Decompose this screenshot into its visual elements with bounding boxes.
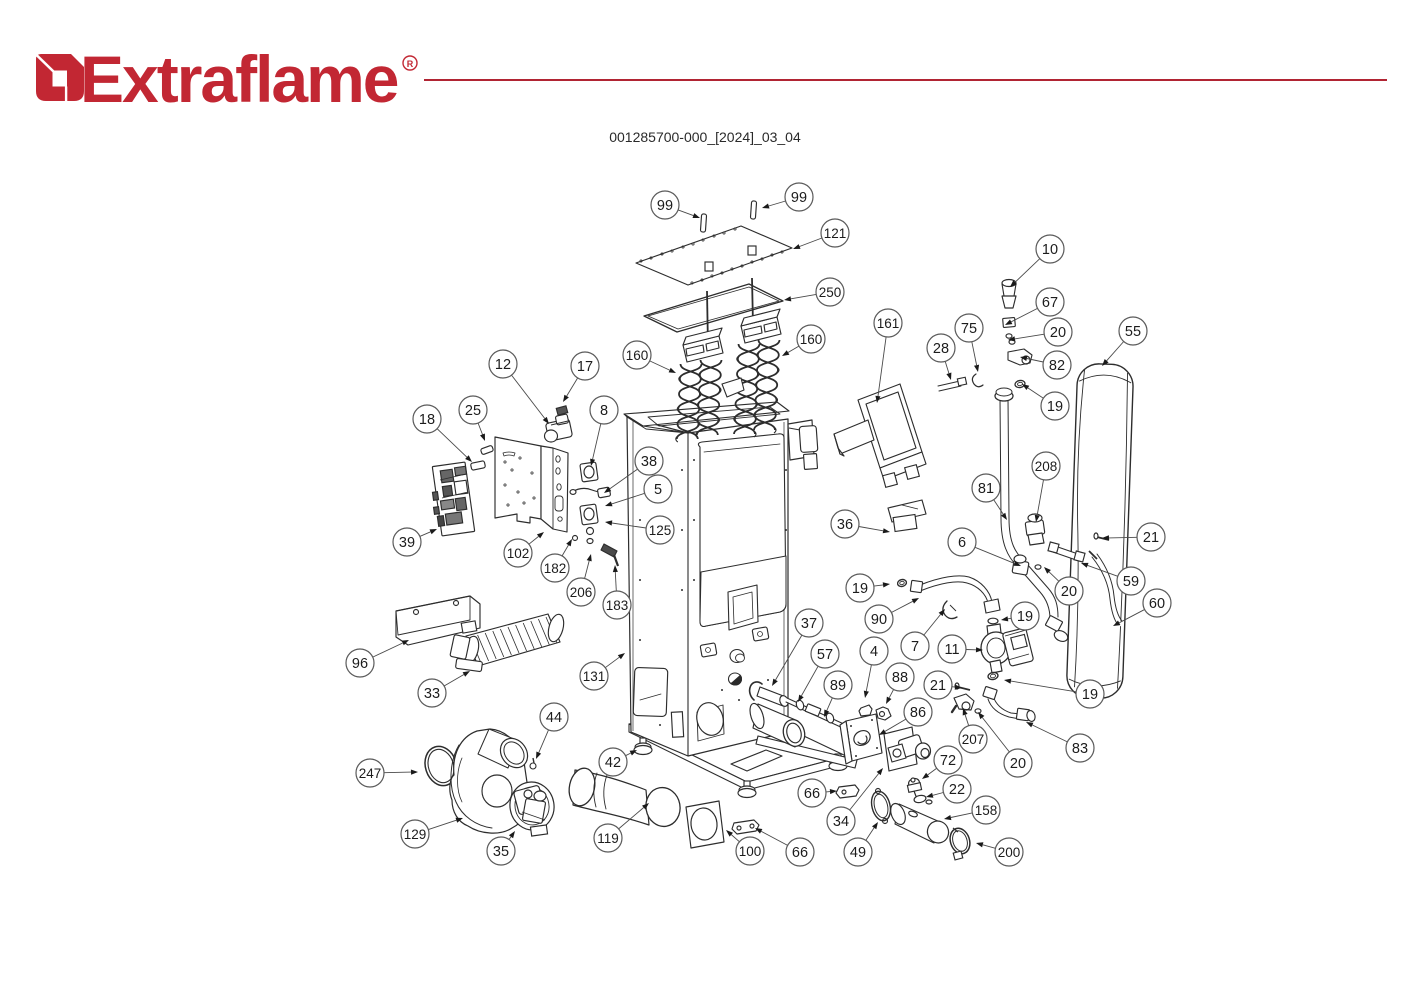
svg-text:207: 207 <box>962 732 985 747</box>
svg-text:81: 81 <box>978 481 994 497</box>
svg-text:82: 82 <box>1049 358 1065 374</box>
svg-text:66: 66 <box>804 786 820 802</box>
svg-text:119: 119 <box>597 831 619 846</box>
svg-text:22: 22 <box>949 782 965 798</box>
svg-text:19: 19 <box>1047 399 1063 415</box>
svg-text:250: 250 <box>819 285 842 300</box>
svg-text:Extraflame: Extraflame <box>80 42 398 116</box>
svg-text:55: 55 <box>1125 324 1141 340</box>
svg-text:6: 6 <box>958 535 966 551</box>
svg-text:4: 4 <box>870 644 878 660</box>
svg-text:83: 83 <box>1072 741 1088 757</box>
svg-text:37: 37 <box>801 616 817 632</box>
svg-text:121: 121 <box>824 226 847 241</box>
svg-text:39: 39 <box>399 535 415 551</box>
svg-text:8: 8 <box>600 403 608 419</box>
svg-text:57: 57 <box>817 647 833 663</box>
svg-text:67: 67 <box>1042 295 1058 311</box>
svg-text:247: 247 <box>359 766 382 781</box>
svg-text:59: 59 <box>1123 574 1139 590</box>
svg-text:182: 182 <box>544 561 567 576</box>
svg-text:34: 34 <box>833 814 849 830</box>
svg-text:44: 44 <box>546 710 562 726</box>
svg-text:125: 125 <box>649 523 672 538</box>
svg-text:10: 10 <box>1042 242 1058 258</box>
svg-text:20: 20 <box>1061 584 1077 600</box>
svg-text:R: R <box>407 59 414 69</box>
svg-text:18: 18 <box>419 412 435 428</box>
svg-text:86: 86 <box>910 705 926 721</box>
svg-text:100: 100 <box>739 844 762 859</box>
svg-text:001285700-000_[2024]_03_04: 001285700-000_[2024]_03_04 <box>609 129 801 145</box>
svg-text:21: 21 <box>1143 530 1159 546</box>
svg-text:75: 75 <box>961 321 977 337</box>
svg-text:66: 66 <box>792 845 808 861</box>
svg-text:19: 19 <box>1017 609 1033 625</box>
svg-text:5: 5 <box>654 482 662 498</box>
svg-text:200: 200 <box>998 845 1021 860</box>
svg-text:35: 35 <box>493 844 509 860</box>
svg-text:19: 19 <box>852 581 868 597</box>
svg-text:21: 21 <box>930 678 946 694</box>
svg-text:99: 99 <box>657 198 673 214</box>
svg-text:161: 161 <box>877 316 900 331</box>
svg-text:11: 11 <box>944 642 959 658</box>
svg-text:129: 129 <box>404 827 427 842</box>
svg-text:131: 131 <box>583 669 606 684</box>
svg-text:36: 36 <box>837 517 853 533</box>
svg-text:28: 28 <box>933 341 949 357</box>
svg-text:19: 19 <box>1082 687 1098 703</box>
svg-text:25: 25 <box>465 403 481 419</box>
svg-text:7: 7 <box>911 639 919 655</box>
svg-text:49: 49 <box>850 845 866 861</box>
svg-text:206: 206 <box>570 585 593 600</box>
svg-text:72: 72 <box>940 753 956 769</box>
svg-text:88: 88 <box>892 670 908 686</box>
svg-text:160: 160 <box>626 348 649 363</box>
svg-text:96: 96 <box>352 656 368 672</box>
svg-text:208: 208 <box>1035 459 1058 474</box>
svg-text:99: 99 <box>791 190 807 206</box>
svg-text:20: 20 <box>1050 325 1066 341</box>
svg-text:102: 102 <box>507 546 530 561</box>
svg-text:12: 12 <box>495 357 511 373</box>
svg-text:89: 89 <box>830 678 846 694</box>
svg-text:20: 20 <box>1010 756 1026 772</box>
svg-text:60: 60 <box>1149 596 1165 612</box>
svg-text:158: 158 <box>975 803 998 818</box>
svg-text:90: 90 <box>871 612 887 628</box>
svg-text:183: 183 <box>606 598 629 613</box>
svg-text:42: 42 <box>605 755 621 771</box>
svg-text:160: 160 <box>800 332 823 347</box>
svg-text:33: 33 <box>424 686 440 702</box>
svg-text:38: 38 <box>641 454 657 470</box>
svg-text:17: 17 <box>577 359 593 375</box>
